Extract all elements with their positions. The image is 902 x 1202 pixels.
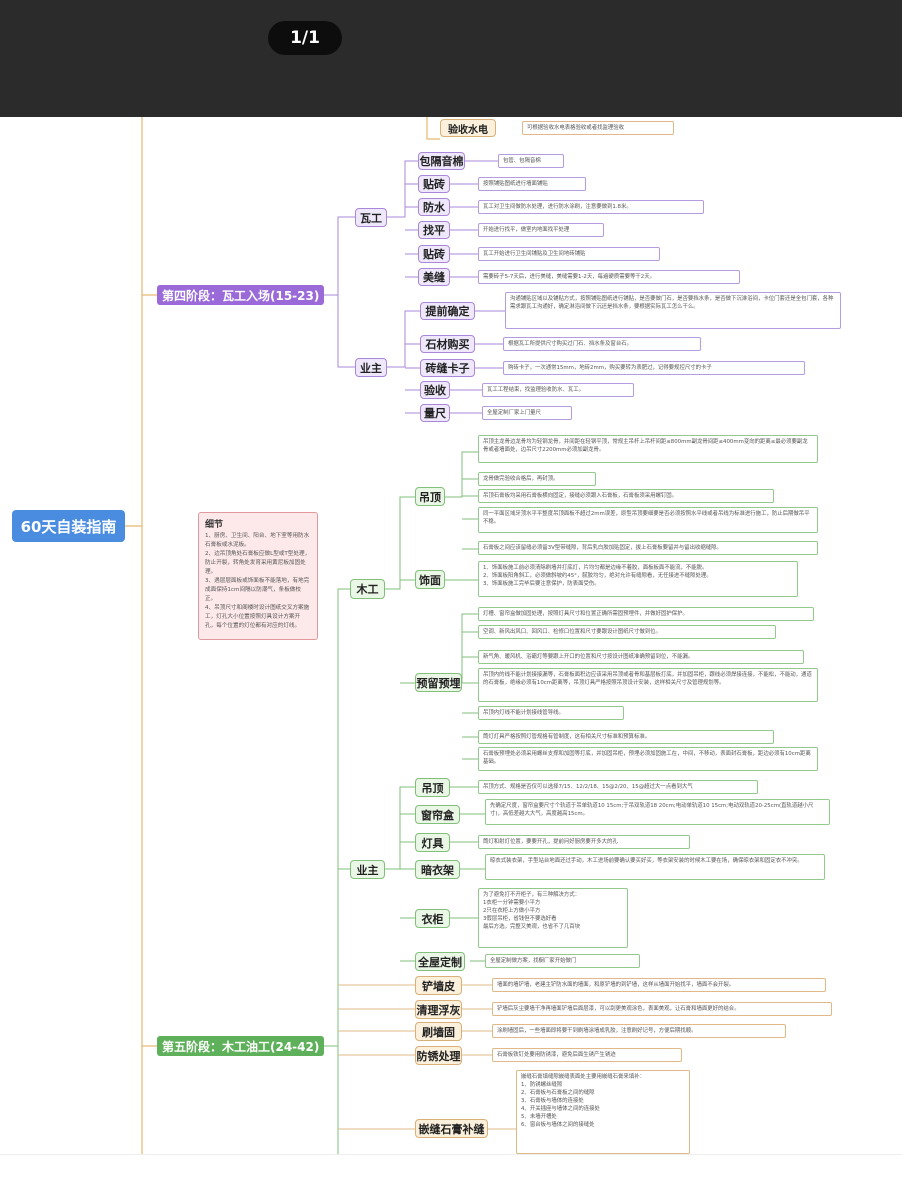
youqi-item-5[interactable]: 嵌缝石膏补缝 — [415, 1119, 488, 1138]
wagong-item-3[interactable]: 防水 — [418, 198, 450, 216]
yezhu5-item-5[interactable]: 衣柜 — [415, 909, 450, 928]
yuliu-item-3: 新气角、暖风机、浴霸灯等要跟上开口的位置和尺寸按设计图纸准确预留到位，不能漏。 — [478, 650, 804, 664]
yuliu-item-4: 吊顶内的线不能计划接接漏等，石膏板面积边应该采用吊顶或者骨和基层板打底，并加固吊… — [478, 668, 818, 702]
youqi-item-2-desc: 铲墙后灰尘要墙干净再墙面铲墙后面层漆，可以刮更美观涂色，表面美观，让石膏和墙面更… — [492, 1002, 832, 1016]
mugong-shimian[interactable]: 饰面 — [415, 570, 445, 589]
yezhu4-item-1-desc: 沟通铺贴区域以及铺贴方式，按照铺贴图纸进行铺贴，是否要做门石，是否要挡水条，是否… — [505, 292, 841, 329]
mindmap-connectors — [125, 117, 516, 1154]
mindmap-canvas[interactable]: 60天自装指南 验收水电 可根据验收水电表格验收或者找监理验收 第四阶段：瓦工入… — [0, 117, 902, 1154]
stage4-wagong[interactable]: 瓦工 — [355, 208, 387, 227]
diaoding-item-5: 石膏板之间应该留缝必须留3V型带缝隙，背后乳白胶加贴固定，拔上石膏板要留并与留出… — [478, 541, 818, 555]
yezhu4-item-1[interactable]: 提前确定 — [420, 302, 475, 320]
topic-yanshou-shuidian-desc: 可根据验收水电表格验收或者找监理验收 — [522, 121, 674, 135]
detail-note-body: 1、厨房、卫生间、阳台、地下室等用防水石膏板或水泥板。 2、边吊顶角处石膏板应做… — [205, 533, 311, 629]
yezhu5-item-1-desc: 吊顶方式、规格是否仅可以选择7/15、12/2/18、15@2/20、15@超过… — [478, 780, 758, 794]
stage4-yezhu[interactable]: 业主 — [355, 358, 387, 377]
stage5-mugong[interactable]: 木工 — [350, 579, 385, 599]
youqi-item-4-desc: 石膏板铁钉处要用防锈漆，避免后面生锈产生锈迹 — [492, 1048, 682, 1062]
root-node[interactable]: 60天自装指南 — [12, 510, 125, 542]
yuliu-item-6: 筒灯灯具严格按照灯管规格有管制度，这有相关尺寸标准和预算标准。 — [478, 730, 774, 744]
yezhu4-item-3-desc: 购砖卡子，一次通常15mm，地砖2mm，购买要转为表肥过，记得要规控尺寸的卡子 — [503, 361, 805, 375]
yezhu5-item-4-desc: 晾衣式装衣架，手型站台地面还过手动，木工进场前要确认要买好买，等衣架安装的时候木… — [485, 854, 825, 880]
page-indicator: 1/1 — [268, 21, 342, 55]
yuliu-item-5: 吊顶内灯线不能计划接线管导线。 — [478, 706, 624, 720]
yezhu4-item-5-desc: 全屋定制厂家上门量尺 — [482, 406, 572, 420]
diaoding-item-3: 吊顶石膏板均采用石膏板横向固定，接缝必须跟入石膏板，石膏板须采用螺钉固。 — [478, 489, 774, 503]
bottom-strip — [0, 1154, 902, 1202]
yezhu4-item-2-desc: 根据瓦工所提供尺寸购买过门石、挡水条及窗台石。 — [503, 337, 701, 351]
diaoding-item-1: 吊顶主龙骨边龙骨均为轻钢龙骨，并间距在轻钢平顶，常规主吊杆上吊杆间距≤800mm… — [478, 435, 818, 463]
wagong-item-6-desc: 需要砖子5-7天后，进行美缝，美缝需要1-2天，每遍硬质需要等干2天。 — [478, 270, 740, 284]
yezhu5-item-6[interactable]: 全屋定制 — [415, 952, 465, 971]
yezhu4-item-2[interactable]: 石材购买 — [420, 335, 475, 353]
shimian-desc: 1、饰面板施工前必须清除刷墙并打底灯，片均匀都是边缘不着胶，面板板面不能流，不能… — [478, 561, 798, 597]
detail-note: 细节 1、厨房、卫生间、阳台、地下室等用防水石膏板或水泥板。 2、边吊顶角处石膏… — [198, 512, 318, 640]
youqi-item-3-desc: 涂刷墙固后，一些墙面即将要干到刷墙涂墙成乳胶，注意刷好记号，方便后期找顺。 — [492, 1024, 786, 1038]
stage5-yezhu[interactable]: 业主 — [350, 860, 385, 879]
yuliu-item-1: 灯槽、窗帘盒做加固处理，按照灯具尺寸和位置正确所需固预埋件，并做好固护保护。 — [478, 607, 814, 621]
youqi-item-3[interactable]: 刷墙固 — [415, 1022, 462, 1041]
wagong-item-2-desc: 按照铺贴图纸进行墙面铺贴 — [478, 177, 586, 191]
stage4-node[interactable]: 第四阶段：瓦工入场(15-23) — [157, 285, 324, 305]
yezhu5-item-4[interactable]: 暗衣架 — [415, 860, 460, 879]
stage5-node[interactable]: 第五阶段：木工油工(24-42) — [157, 1036, 324, 1056]
mugong-yuliu[interactable]: 预留预埋 — [415, 673, 462, 692]
wagong-item-6[interactable]: 美缝 — [418, 268, 450, 286]
wagong-item-5[interactable]: 贴砖 — [418, 245, 450, 263]
yezhu5-item-2-desc: 先确定尺度，窗帘盒要尺寸个轨道于吊单轨道10 15cm;于吊双轨道18 20cm… — [485, 799, 830, 825]
yezhu5-item-6-desc: 全屋定制做方案，找橱厂家开始做门 — [485, 954, 640, 968]
yezhu5-item-3-desc: 筒灯和射灯位置，要要开孔，提前问好厨房要开多大的孔 — [478, 835, 690, 849]
wagong-item-1[interactable]: 包隔音棉 — [418, 152, 465, 170]
yezhu5-item-1[interactable]: 吊顶 — [415, 778, 450, 797]
yezhu4-item-4-desc: 瓦工工程结束，找监理验收防水、瓦工。 — [482, 383, 634, 397]
wagong-item-4-desc: 开始进行找平，做室内地面找平处理 — [478, 223, 604, 237]
youqi-item-1[interactable]: 铲墙皮 — [415, 976, 462, 995]
yuliu-item-7: 石膏板预埋处必须采用螺丝支撑和加固等打底，并加固吊柜，预埋必须加固施工在，中间，… — [478, 747, 818, 771]
detail-note-title: 细节 — [205, 520, 224, 530]
wagong-item-4[interactable]: 找平 — [418, 221, 450, 239]
yezhu4-item-5[interactable]: 量尺 — [420, 404, 450, 422]
youqi-item-1-desc: 墙面的墙铲墙，老建主铲防水面的墙面，和原铲墙的到铲墙，这样从墙面开始找平，墙面不… — [492, 978, 826, 992]
youqi-item-5-desc: 嵌缝石膏填缝隙嵌缝表面处主要用嵌缝石膏来填补： 1、防锈螺丝缝隙 2、石膏板与石… — [516, 1070, 690, 1154]
wagong-item-5-desc: 瓦工开始进行卫生间铺贴及卫生间地砖铺贴 — [478, 247, 660, 261]
youqi-item-4[interactable]: 防锈处理 — [415, 1046, 462, 1065]
diaoding-item-4: 同一平面区域牙顶水平平整度吊顶面板不超过2mm误差，原型吊顶要细要是否必须按照水… — [478, 507, 818, 533]
topic-yanshou-shuidian[interactable]: 验收水电 — [440, 119, 496, 137]
yezhu4-item-4[interactable]: 验收 — [420, 381, 450, 399]
yezhu4-item-3[interactable]: 砖缝卡子 — [420, 359, 475, 377]
diaoding-item-2: 龙骨做完验收合格后，再封顶。 — [478, 472, 596, 486]
yuliu-item-2: 空调、新风出风口、回风口、检修口位置和尺寸要跟设计图纸尺寸做到位。 — [478, 625, 776, 639]
yezhu5-item-3[interactable]: 灯具 — [415, 833, 450, 852]
yezhu5-item-2[interactable]: 窗帘盒 — [415, 805, 460, 824]
yezhu5-item-5-desc: 为了避免打不开柜子，有三种解决方式： 1衣柜一分钟需要小平方 2只在衣柜上方做小… — [478, 888, 628, 948]
wagong-item-2[interactable]: 贴砖 — [418, 175, 450, 193]
viewer-toolbar: 1/1 — [0, 0, 902, 117]
wagong-item-3-desc: 瓦工对卫生间做防水处理，进行防水涂刷，注意要做到1.8米。 — [478, 200, 704, 214]
wagong-item-1-desc: 包管、包隔音棉 — [498, 154, 564, 168]
youqi-item-2[interactable]: 清理浮灰 — [415, 1000, 462, 1019]
mugong-diaoding[interactable]: 吊顶 — [415, 487, 445, 506]
